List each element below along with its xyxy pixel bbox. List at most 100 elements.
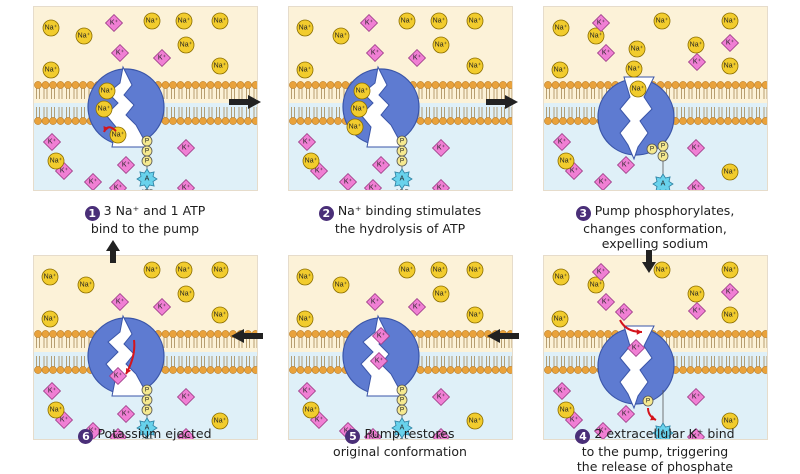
sodium-ion: Na⁺ [175,261,193,279]
sodium-ion: Na⁺ [687,285,705,303]
step-6-illustration: Na⁺Na⁺Na⁺Na⁺Na⁺Na⁺Na⁺Na⁺K⁺K⁺K⁺PPPAATPK⁺K… [34,256,257,441]
step-3-badge: 3 [575,206,591,221]
sodium-ion: Na⁺ [47,152,65,170]
svg-text:K⁺: K⁺ [114,373,123,380]
svg-text:Na⁺: Na⁺ [146,18,159,25]
sodium-ion: Na⁺ [653,261,671,279]
sodium-ion: Na⁺ [721,412,739,430]
sodium-ion: Na⁺ [350,100,368,118]
sodium-ion: Na⁺ [296,310,314,328]
sodium-ion: Na⁺ [466,306,484,324]
step-4-badge: 4 [575,429,591,444]
sodium-ion: Na⁺ [466,12,484,30]
sodium-ion: Na⁺ [95,100,113,118]
svg-text:K⁺: K⁺ [437,185,446,192]
svg-text:K⁺: K⁺ [365,20,374,27]
svg-text:Na⁺: Na⁺ [356,88,369,95]
svg-text:K⁺: K⁺ [632,345,641,352]
svg-text:Na⁺: Na⁺ [180,42,193,49]
potassium-ion: K⁺ [108,427,128,439]
phosphate: P [646,143,658,155]
svg-text:Na⁺: Na⁺ [724,18,737,25]
svg-text:K⁺: K⁺ [597,269,606,276]
svg-text:Na⁺: Na⁺ [50,158,63,165]
phosphate: P [141,135,153,147]
potassium-ion: K⁺ [596,292,616,312]
sodium-ion: Na⁺ [721,261,739,279]
svg-text:K⁺: K⁺ [60,168,69,175]
step-6-panel: Na⁺Na⁺Na⁺Na⁺Na⁺Na⁺Na⁺Na⁺K⁺K⁺K⁺PPPAATPK⁺K… [33,255,258,440]
potassium-ion: K⁺ [614,302,634,322]
potassium-ion: K⁺ [42,381,62,401]
potassium-ion: K⁺ [686,427,706,439]
step-2-badge: 2 [318,206,334,221]
step-6-badge: 6 [78,429,94,444]
svg-text:K⁺: K⁺ [114,185,123,192]
svg-text:Na⁺: Na⁺ [590,33,603,40]
sodium-ion: Na⁺ [77,276,95,294]
sodium-ion: Na⁺ [302,401,320,419]
svg-text:K⁺: K⁺ [182,394,191,401]
svg-text:K⁺: K⁺ [315,168,324,175]
step-5-illustration: Na⁺Na⁺Na⁺Na⁺Na⁺Na⁺Na⁺Na⁺K⁺K⁺K⁺K⁺PPPAADPK… [289,256,512,439]
svg-text:A: A [145,425,150,432]
svg-text:A: A [145,176,150,183]
adp-molecule: PPPAADP [391,384,413,439]
phosphate: P [642,395,654,407]
svg-text:K⁺: K⁺ [692,394,701,401]
movement-arrow [647,407,657,421]
svg-text:Na⁺: Na⁺ [560,407,573,414]
potassium-ion: K⁺ [431,138,451,158]
sodium-ion: Na⁺ [551,310,569,328]
sodium-ion: Na⁺ [42,19,60,37]
phosphate: P [396,135,408,147]
svg-text:Na⁺: Na⁺ [469,312,482,319]
arrow-step1-to-step2 [229,95,261,109]
svg-text:Na⁺: Na⁺ [656,267,669,274]
potassium-ion: K⁺ [110,292,130,312]
svg-text:P: P [400,138,404,145]
svg-text:Na⁺: Na⁺ [469,18,482,25]
svg-text:Na⁺: Na⁺ [724,418,737,425]
svg-text:K⁺: K⁺ [158,55,167,62]
svg-text:K⁺: K⁺ [437,145,446,152]
svg-text:Na⁺: Na⁺ [299,316,312,323]
potassium-ion: K⁺ [407,297,427,317]
potassium-ion: K⁺ [152,48,172,68]
potassium-ion: K⁺ [431,387,451,407]
svg-text:K⁺: K⁺ [303,139,312,146]
svg-text:Na⁺: Na⁺ [469,418,482,425]
sodium-ion: Na⁺ [628,40,646,58]
potassium-ion: K⁺ [687,301,707,321]
phosphate: P [141,155,153,167]
step-2-panel: Na⁺Na⁺Na⁺Na⁺Na⁺Na⁺Na⁺Na⁺K⁺K⁺K⁺Na⁺Na⁺Na⁺P… [288,6,513,191]
svg-text:K⁺: K⁺ [116,50,125,57]
sodium-ion: Na⁺ [143,12,161,30]
svg-text:Na⁺: Na⁺ [214,418,227,425]
potassium-ion: K⁺ [176,138,196,158]
sodium-ion: Na⁺ [98,82,116,100]
sodium-ion: Na⁺ [552,268,570,286]
atp-molecule: PPPAATP [136,135,158,190]
step-2-illustration: Na⁺Na⁺Na⁺Na⁺Na⁺Na⁺Na⁺Na⁺K⁺K⁺K⁺Na⁺Na⁺Na⁺P… [289,7,512,192]
sodium-ion: Na⁺ [353,82,371,100]
sodium-ion: Na⁺ [346,118,364,136]
sodium-ion: Na⁺ [296,268,314,286]
phosphate: P [396,404,408,416]
svg-text:K⁺: K⁺ [369,185,378,192]
sodium-ion: Na⁺ [332,27,350,45]
svg-text:K⁺: K⁺ [599,179,608,186]
sodium-ion: Na⁺ [587,27,605,45]
sodium-ion: Na⁺ [430,12,448,30]
svg-text:K⁺: K⁺ [110,20,119,27]
svg-text:K⁺: K⁺ [344,179,353,186]
svg-text:K⁺: K⁺ [48,388,57,395]
potassium-ion: K⁺ [593,421,613,439]
potassium-ion: K⁺ [686,138,706,158]
svg-text:K⁺: K⁺ [602,299,611,306]
svg-text:Na⁺: Na⁺ [214,18,227,25]
svg-text:ATP: ATP [140,439,153,441]
